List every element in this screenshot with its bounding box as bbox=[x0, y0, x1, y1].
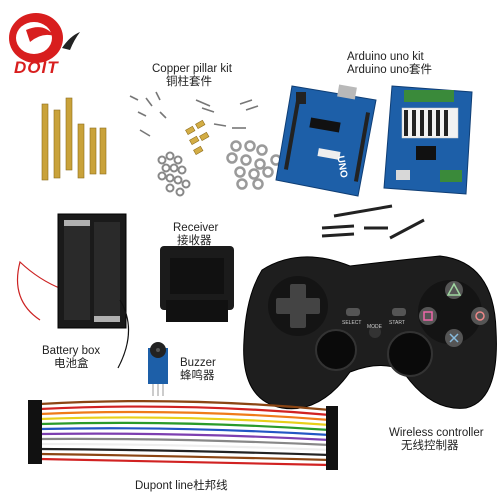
label-arduino-kit: Arduino uno kit Arduino uno套件 bbox=[347, 51, 432, 77]
uno-board-text: UNO bbox=[334, 155, 349, 179]
screws bbox=[129, 91, 259, 137]
copper-pillars bbox=[41, 97, 107, 181]
label-wireless-controller: Wireless controller 无线控制器 bbox=[389, 427, 484, 453]
wireless-controller bbox=[243, 255, 497, 410]
label-arduino-cn: Arduino uno套件 bbox=[347, 64, 433, 76]
arduino-uno-board bbox=[275, 84, 377, 197]
label-copper-pillar-kit: Copper pillar kit 铜柱套件 bbox=[152, 63, 232, 89]
triangle-icon bbox=[446, 282, 462, 296]
battery-box bbox=[16, 213, 130, 369]
mode-button-label: MODE bbox=[367, 324, 383, 330]
brass-standoffs bbox=[185, 119, 210, 156]
square-icon bbox=[423, 311, 433, 321]
logo-mark-icon bbox=[9, 13, 80, 63]
brand-logo: DOIT bbox=[4, 8, 84, 80]
buzzer-module bbox=[148, 342, 168, 396]
receiver-module bbox=[160, 246, 234, 322]
nuts-left bbox=[157, 151, 191, 197]
pin-headers bbox=[321, 204, 425, 240]
brand-name: DOIT bbox=[14, 58, 59, 77]
label-battery-en: Battery box bbox=[42, 345, 101, 357]
label-buzzer-en: Buzzer bbox=[180, 357, 216, 369]
cross-icon bbox=[449, 333, 459, 343]
label-copper-cn: 铜柱套件 bbox=[166, 76, 212, 88]
dupont-connectors bbox=[28, 400, 338, 470]
dupont-lines bbox=[39, 400, 331, 467]
label-arduino-en: Arduino uno kit bbox=[347, 51, 424, 63]
label-wireless-cn: 无线控制器 bbox=[401, 440, 459, 452]
controller-face-symbols bbox=[446, 282, 462, 296]
label-receiver-cn: 接收器 bbox=[177, 235, 212, 247]
label-dupont-line: Dupont line杜邦线 bbox=[135, 480, 228, 493]
select-button-label: SELECT bbox=[342, 320, 361, 326]
label-receiver: Receiver 接收器 bbox=[173, 222, 218, 248]
washers-right bbox=[226, 140, 282, 190]
label-wireless-en: Wireless controller bbox=[389, 427, 484, 439]
sensor-shield-board bbox=[383, 85, 473, 195]
label-copper-en: Copper pillar kit bbox=[152, 63, 232, 75]
label-battery-cn: 电池盒 bbox=[54, 358, 89, 370]
label-dupont: Dupont line杜邦线 bbox=[135, 480, 228, 492]
circle-icon bbox=[475, 311, 485, 321]
label-receiver-en: Receiver bbox=[173, 222, 219, 234]
start-button-label: START bbox=[389, 320, 405, 326]
label-buzzer: Buzzer 蜂鸣器 bbox=[180, 357, 216, 383]
label-battery-box: Battery box 电池盒 bbox=[42, 345, 100, 371]
label-buzzer-cn: 蜂鸣器 bbox=[180, 370, 215, 382]
